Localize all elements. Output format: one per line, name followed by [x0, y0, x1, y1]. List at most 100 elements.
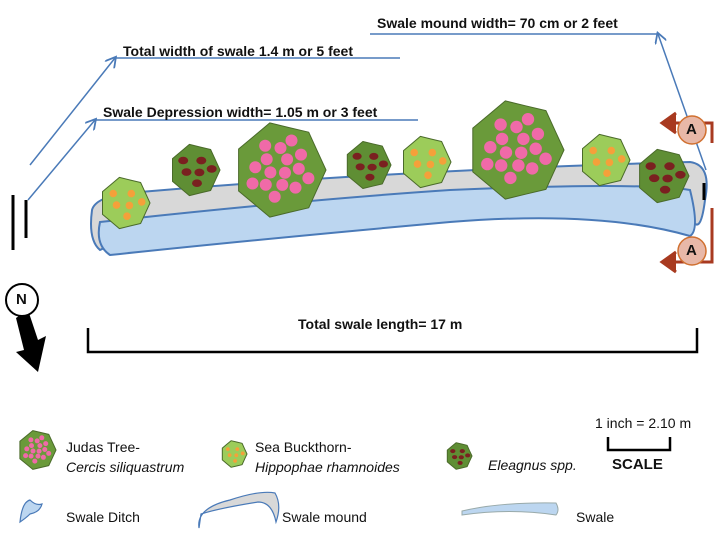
legend-swale-icon	[461, 502, 559, 516]
bush-fruit	[289, 181, 302, 194]
bush-fruit	[206, 165, 217, 173]
section-marker-bottom: A	[686, 242, 697, 259]
legend-eleagnus: Eleagnus spp.	[488, 457, 577, 473]
bush-fruit	[495, 159, 508, 172]
bush-fruit	[515, 146, 528, 159]
bush-fruit	[589, 146, 597, 155]
scale-label: SCALE	[612, 456, 663, 473]
bush-fruit	[246, 177, 259, 190]
bush-fruit	[235, 447, 240, 451]
bush-fruit	[240, 451, 245, 456]
sea-buckthorn-icon	[403, 135, 452, 189]
bush-fruit	[127, 189, 136, 198]
bush-fruit	[526, 162, 539, 175]
bush-fruit	[178, 156, 189, 165]
bush-fruit	[450, 449, 456, 454]
bush-fruit	[512, 159, 525, 172]
bush-fruit	[28, 437, 34, 443]
bush-fruit	[295, 148, 307, 161]
bush-fruit	[109, 189, 117, 198]
judas-tree-icon	[19, 430, 57, 470]
bush-fruit	[481, 157, 494, 171]
bush-fruit	[424, 171, 432, 179]
bush-fruit	[196, 156, 207, 165]
sea-buckthorn-icon	[582, 133, 631, 187]
bush-fruit	[369, 152, 379, 160]
bush-fruit	[32, 458, 38, 464]
bush-fruit	[125, 201, 134, 210]
bush-fruit	[617, 155, 626, 163]
bush-fruit	[46, 450, 52, 456]
bush-fruit	[457, 460, 463, 465]
depression-width-label: Swale Depression width= 1.05 m or 3 feet	[103, 104, 378, 120]
legend-buckthorn: Sea Buckthorn- Hippophae rhamnoides	[255, 437, 400, 477]
bush-fruit	[592, 158, 601, 166]
judas-tree-icon	[238, 122, 327, 218]
bush-fruit	[181, 168, 192, 176]
bush-fruit	[233, 459, 238, 463]
bush-fruit	[452, 455, 458, 460]
bush-fruit	[504, 171, 517, 185]
bush-fruit	[29, 443, 34, 449]
sea-buckthorn-icon	[102, 176, 151, 230]
bush-fruit	[227, 453, 232, 457]
bush-fruit	[137, 198, 146, 206]
bush-fruit	[607, 146, 616, 155]
bush-fruit	[42, 447, 48, 452]
bush-fruit	[659, 185, 671, 194]
bush-fruit	[410, 148, 419, 157]
bush-fruit	[662, 174, 673, 183]
bush-fruit	[39, 435, 45, 441]
legend-mound-icon	[198, 491, 280, 529]
legend-mound: Swale mound	[282, 509, 367, 525]
depression-width-line	[27, 120, 95, 201]
bush-fruit	[123, 212, 131, 220]
bush-fruit	[194, 168, 205, 177]
legend-buckthorn-latin: Hippophae rhamnoides	[255, 459, 400, 475]
bush-fruit	[40, 454, 46, 460]
bush-fruit	[28, 453, 34, 459]
bush-fruit	[495, 132, 509, 146]
bush-fruit	[24, 446, 30, 452]
bush-fruit	[302, 172, 315, 185]
length-bracket	[86, 328, 699, 354]
bush-fruit	[365, 173, 375, 181]
legend-swale: Swale	[576, 509, 615, 525]
bush-fruit	[459, 449, 465, 454]
bush-fruit	[259, 139, 272, 152]
bush-fruit	[259, 178, 272, 191]
bush-fruit	[531, 127, 545, 141]
eleagnus-icon	[172, 143, 221, 197]
bush-fruit	[465, 453, 471, 458]
bush-fruit	[279, 166, 291, 179]
bush-fruit	[428, 148, 437, 157]
legend-judas: Judas Tree- Cercis siliquastrum	[66, 437, 184, 477]
legend-judas-common: Judas Tree-	[66, 439, 140, 455]
bush-fruit	[521, 113, 535, 126]
bush-fruit	[413, 160, 422, 168]
bush-fruit	[510, 120, 523, 134]
bush-fruit	[517, 132, 530, 146]
bush-fruit	[458, 455, 464, 460]
legend-judas-latin: Cercis siliquastrum	[66, 459, 185, 475]
north-label: N	[16, 291, 27, 308]
section-marker-top-circle	[677, 115, 707, 145]
bush-fruit	[367, 163, 377, 171]
bush-fruit	[426, 160, 435, 169]
total-width-label: Total width of swale 1.4 m or 5 feet	[123, 43, 354, 59]
bush-fruit	[484, 141, 497, 154]
bush-fruit	[268, 190, 281, 203]
bush-fruit	[645, 162, 656, 171]
bush-fruit	[34, 438, 40, 444]
bush-fruit	[438, 157, 447, 165]
bush-fruit	[649, 174, 660, 183]
bush-fruit	[234, 453, 239, 458]
bush-fruit	[43, 441, 49, 447]
bush-fruit	[355, 163, 365, 171]
bush-fruit	[378, 160, 388, 168]
bush-fruit	[499, 146, 513, 159]
bush-fruit	[225, 447, 230, 451]
total-length-label: Total swale length= 17 m	[298, 316, 463, 332]
bush-fruit	[494, 118, 507, 131]
section-marker-top: A	[686, 121, 697, 138]
